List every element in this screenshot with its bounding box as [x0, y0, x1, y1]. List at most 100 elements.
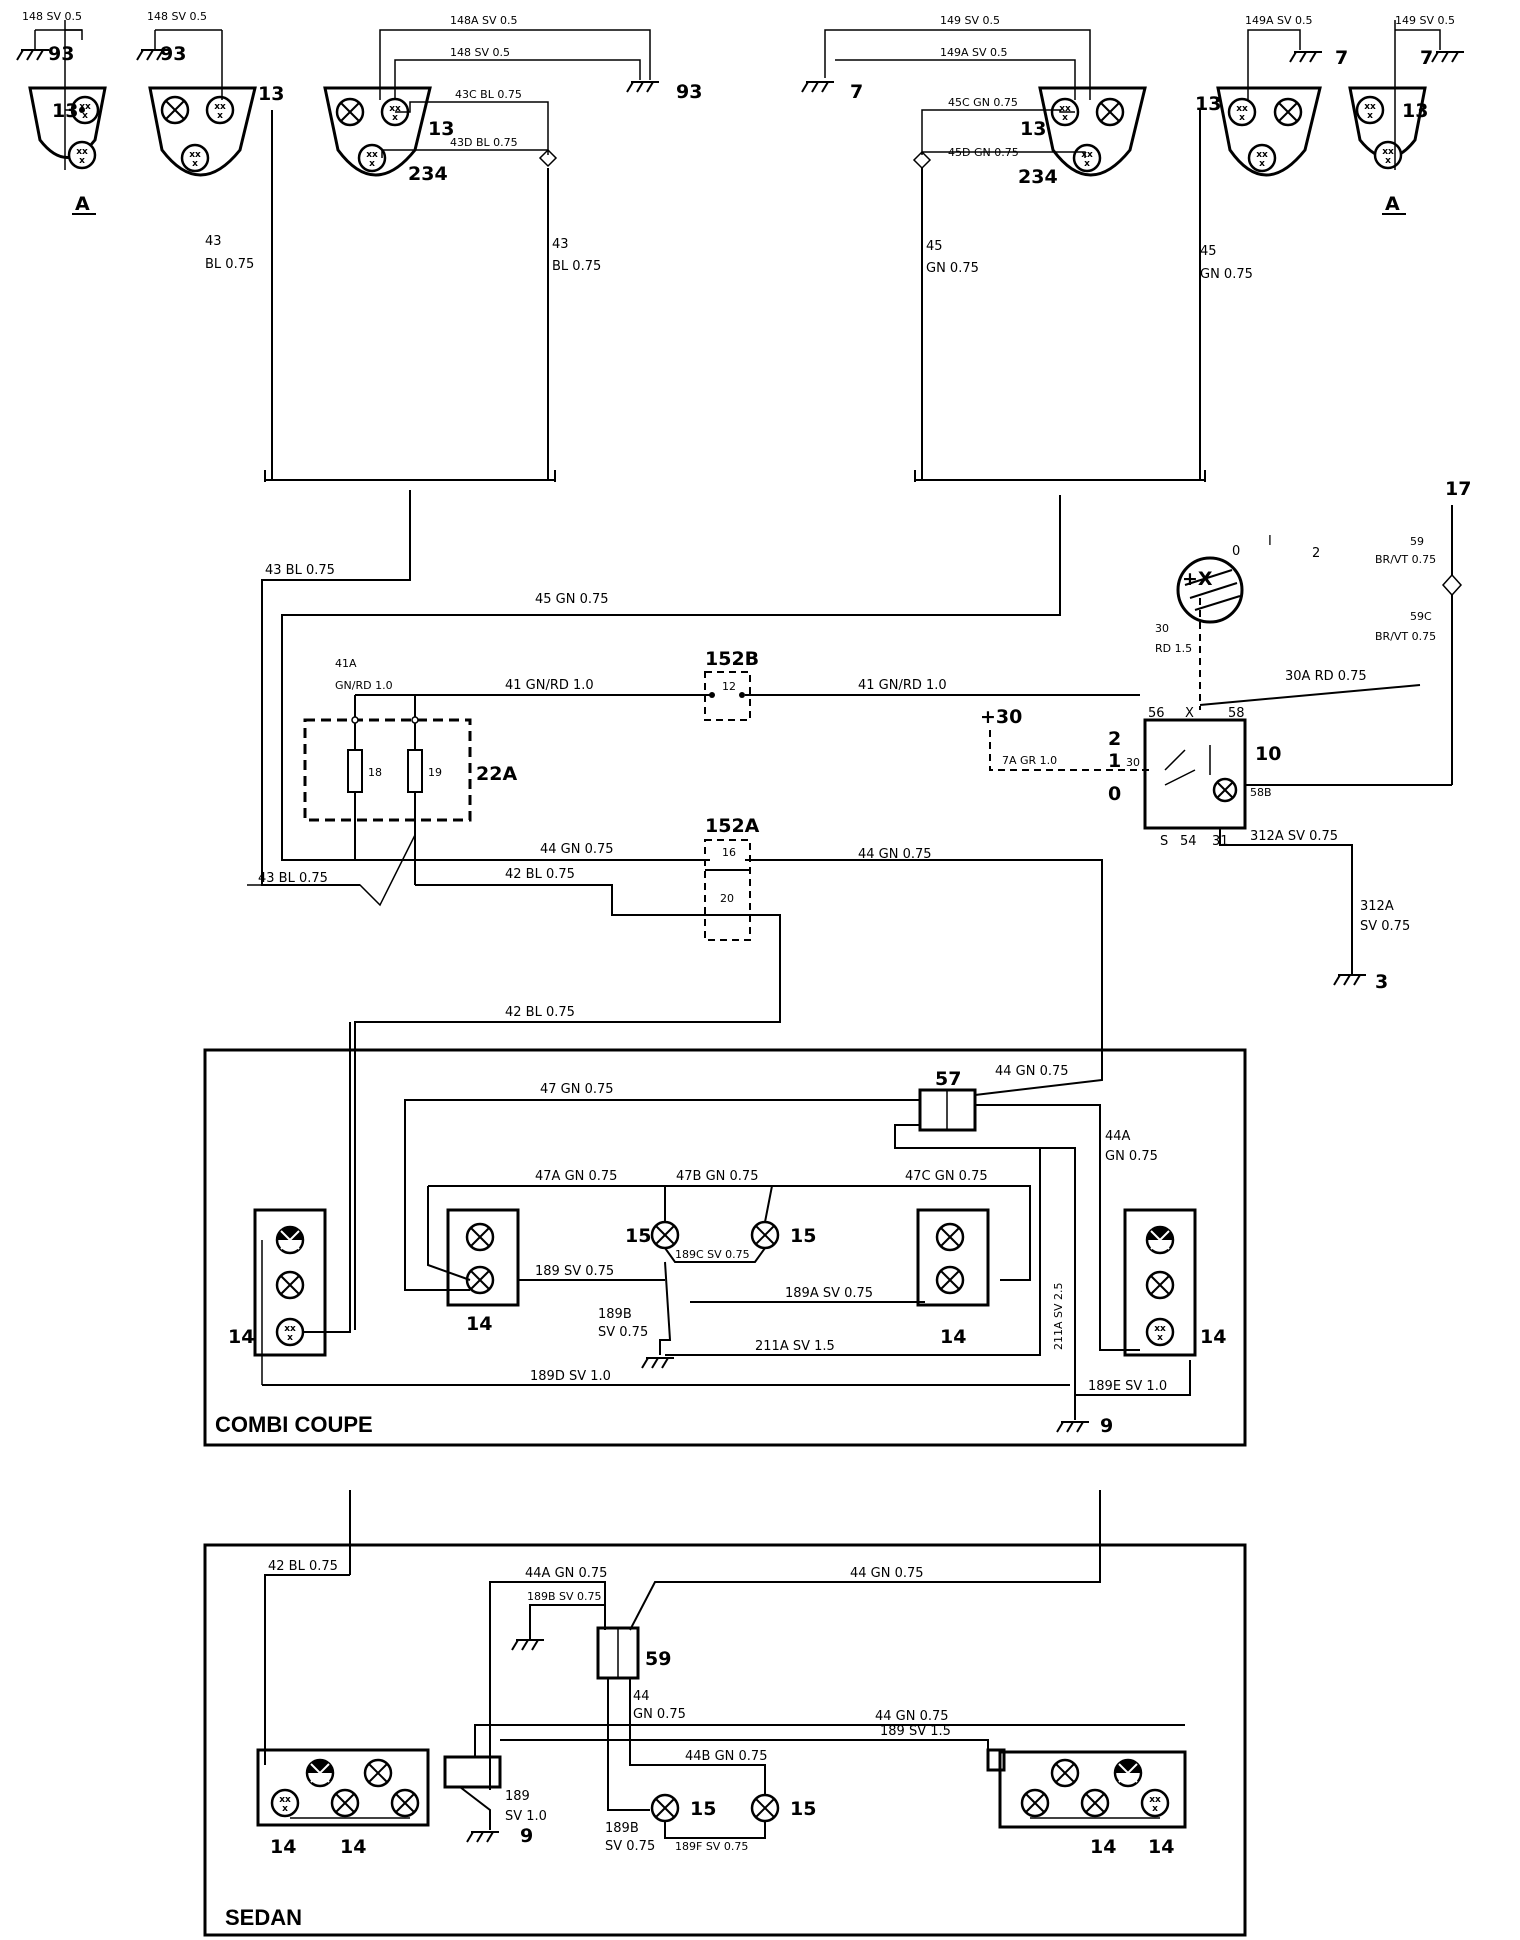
wire-149A-label: 149A SV 0.5 — [940, 46, 1008, 59]
wire-148-label-b: 148 SV 0.5 — [147, 10, 207, 23]
ground-9-combi: 9 — [1100, 1415, 1113, 1437]
connector-13-d-label: 13 — [1020, 118, 1046, 140]
connector-13-c-label: 13 — [428, 118, 454, 140]
wire-189B-sedan2-b: SV 0.75 — [605, 1839, 655, 1854]
fuse-box-22A-label: 22A — [476, 763, 517, 785]
combi-14-left: 14 — [228, 1326, 254, 1348]
wire-41-left: 41 GN/RD 1.0 — [505, 678, 594, 693]
combi-coupe-title: COMBI COUPE — [215, 1412, 373, 1437]
sedan-14-a: 14 — [270, 1836, 296, 1858]
connector-152B-label: 152B — [705, 648, 759, 670]
combi-14-inner-left: 14 — [466, 1313, 492, 1335]
wire-43-bl-label: 43 BL 0.75 — [258, 871, 328, 886]
lamp-unit-a-right — [1348, 20, 1427, 170]
plus-x-label: +X — [1182, 568, 1213, 590]
wire-211A-v-label: 211A SV 2.5 — [1052, 1282, 1065, 1350]
sedan-14-d: 14 — [1148, 1836, 1174, 1858]
connector-13-label: 13 — [52, 100, 78, 122]
pin-54: 54 — [1180, 834, 1197, 849]
wire-148-label-c: 148 SV 0.5 — [450, 46, 510, 59]
connector-152A-label: 152A — [705, 815, 760, 837]
wire-149A-label-r: 149A SV 0.5 — [1245, 14, 1313, 27]
wire-189-sedan2-b: SV 1.0 — [505, 1809, 547, 1824]
wire-44A-a: 44A — [1105, 1129, 1131, 1144]
wire-43-a: 43 — [205, 234, 222, 249]
sedan-tail-light-left — [256, 1748, 430, 1827]
pin-30: 30 — [1126, 756, 1140, 769]
wire-41A-a: 41A — [335, 657, 357, 670]
wire-30-a: 30 — [1155, 622, 1169, 635]
wire-44B-label: 44B GN 0.75 — [685, 1749, 767, 1764]
pin-16: 16 — [722, 846, 736, 859]
switch-pos-2: 2 — [1108, 728, 1121, 750]
connector-234-left: 234 — [408, 163, 448, 185]
ground-93-c: 93 — [676, 81, 702, 103]
connector-57-label: 57 — [935, 1068, 961, 1090]
wire-189B-a: 189B — [598, 1307, 632, 1322]
wire-189B-sedan2-a: 189B — [605, 1821, 639, 1836]
wire-41A-b: GN/RD 1.0 — [335, 679, 393, 692]
wire-59-b: BR/VT 0.75 — [1375, 553, 1436, 566]
wire-30A-label: 30A RD 0.75 — [1285, 669, 1367, 684]
sedan-15-left: 15 — [690, 1798, 716, 1820]
lamp-unit-234-right — [1038, 86, 1147, 177]
combi-14-inner-right: 14 — [940, 1326, 966, 1348]
sedan-tail-light-right — [998, 1750, 1187, 1829]
combi-coupe-section — [203, 1048, 1247, 1447]
wire-44A-b: GN 0.75 — [1105, 1149, 1158, 1164]
wire-45-d: GN 0.75 — [1200, 267, 1253, 282]
pin-12: 12 — [722, 680, 736, 693]
wire-189A-label: 189A SV 0.75 — [785, 1286, 873, 1301]
component-17-label: 17 — [1445, 478, 1471, 500]
fuse-box-22A — [303, 718, 472, 822]
lamp-unit-a-left — [28, 20, 107, 170]
wire-47A-label: 47A GN 0.75 — [535, 1169, 617, 1184]
lamp-unit-b-right — [1216, 86, 1322, 177]
key-pos-1: I — [1268, 534, 1272, 549]
wire-44-sedan2-a: 44 — [633, 1689, 650, 1704]
pin-58B: 58B — [1250, 786, 1272, 799]
sedan-14-c: 14 — [1090, 1836, 1116, 1858]
plus-30-label: +30 — [980, 706, 1022, 728]
wire-189-sedan-label: 189 SV 1.5 — [880, 1724, 951, 1739]
ground-7-c: 7 — [1420, 47, 1433, 69]
wire-44-sedan-label: 44 GN 0.75 — [850, 1566, 924, 1581]
wire-312A-a: 312A — [1360, 899, 1394, 914]
wire-189E-label: 189E SV 1.0 — [1088, 1379, 1167, 1394]
pin-20: 20 — [720, 892, 734, 905]
ground-3: 3 — [1375, 971, 1388, 993]
wire-42-sedan-label: 42 BL 0.75 — [268, 1559, 338, 1574]
wire-189B-b: SV 0.75 — [598, 1325, 648, 1340]
wire-189-label: 189 SV 0.75 — [535, 1264, 614, 1279]
wire-42-c-label: 42 BL 0.75 — [505, 1005, 575, 1020]
pin-56: 56 — [1148, 706, 1165, 721]
wire-45-c: 45 — [1200, 244, 1217, 259]
wire-148A-label: 148A SV 0.5 — [450, 14, 518, 27]
wire-189-sedan2-a: 189 — [505, 1789, 530, 1804]
wire-43D-label: 43D BL 0.75 — [450, 136, 518, 149]
wire-47-label: 47 GN 0.75 — [540, 1082, 614, 1097]
wire-43-c: 43 — [552, 237, 569, 252]
pin-x: X — [1185, 706, 1194, 721]
wire-45-a: 45 — [926, 239, 943, 254]
connector-13-e-label: 13 — [1195, 93, 1221, 115]
fuse-18-label: 18 — [368, 766, 382, 779]
connector-13-f-label: 13 — [1402, 100, 1428, 122]
wire-189B-sedan-label: 189B SV 0.75 — [527, 1590, 602, 1603]
wire-44A-sedan-label: 44A GN 0.75 — [525, 1566, 607, 1581]
detail-a-right-label: A — [1385, 193, 1400, 215]
wire-43-b: BL 0.75 — [205, 257, 254, 272]
sedan-connector-left — [443, 1755, 502, 1789]
ground-93-a: 93 — [48, 43, 74, 65]
ignition-key-icon — [1176, 556, 1244, 624]
wire-44-right: 44 GN 0.75 — [858, 847, 932, 862]
wire-45C-label: 45C GN 0.75 — [948, 96, 1018, 109]
wire-42-label: 42 BL 0.75 — [505, 867, 575, 882]
connector-59-label: 59 — [645, 1648, 671, 1670]
connector-152A — [704, 839, 751, 941]
wire-211A-label: 211A SV 1.5 — [755, 1339, 835, 1354]
combi-inner-lamp-left — [446, 1208, 520, 1307]
sedan-section — [203, 1543, 1247, 1937]
detail-a-label: A — [75, 193, 90, 215]
